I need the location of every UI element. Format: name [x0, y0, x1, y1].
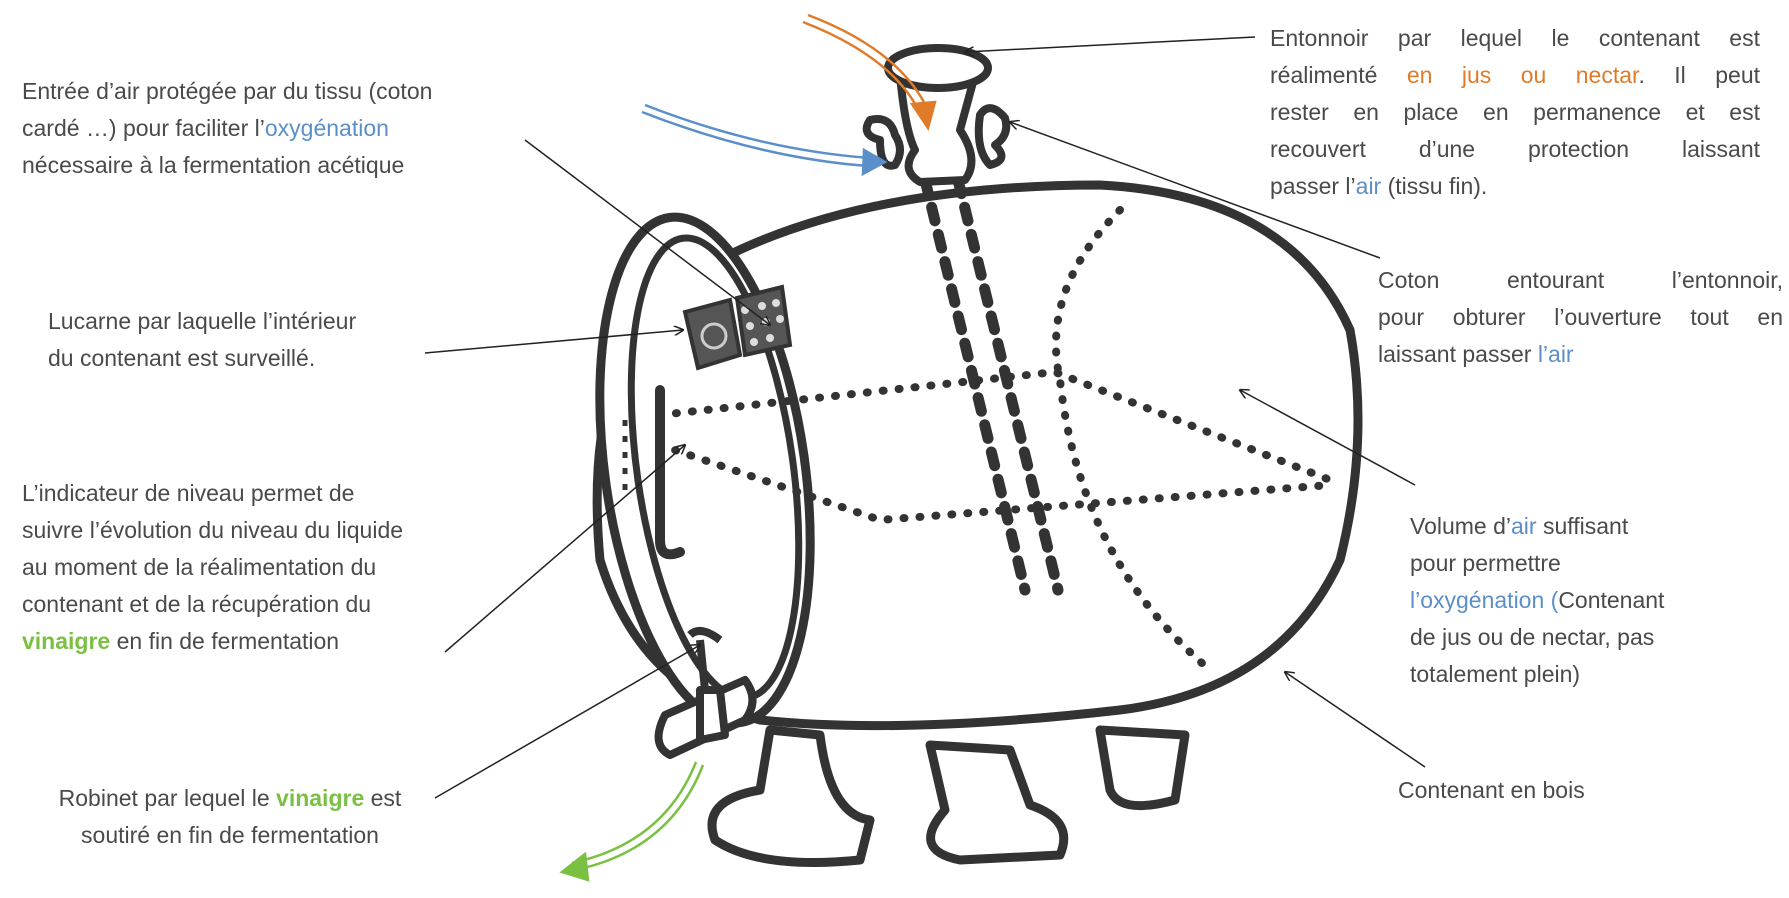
leader-contenant	[1285, 672, 1425, 767]
label-robinet: Robinet par lequel le vinaigre est souti…	[10, 780, 450, 854]
label-entree-air: Entrée d’air protégée par du tissu (coto…	[22, 73, 542, 184]
barrel-legs	[712, 730, 1185, 863]
label-lucarne: Lucarne par laquelle l’intérieur du cont…	[48, 303, 448, 377]
label-volume: Volume d’air suffisant pour permettre l’…	[1410, 508, 1770, 693]
label-entonnoir: Entonnoir par lequel le contenant est ré…	[1270, 20, 1760, 205]
funnel	[867, 48, 1007, 182]
vinegar-outflow-arrow	[562, 762, 703, 880]
leader-entonnoir	[965, 37, 1255, 52]
air-inflow-arrow	[642, 105, 885, 174]
label-contenant: Contenant en bois	[1398, 772, 1698, 809]
label-indicateur: L’indicateur de niveau permet de suivre …	[22, 475, 502, 660]
label-coton: Coton entourant l’entonnoir, pour obture…	[1378, 262, 1783, 373]
